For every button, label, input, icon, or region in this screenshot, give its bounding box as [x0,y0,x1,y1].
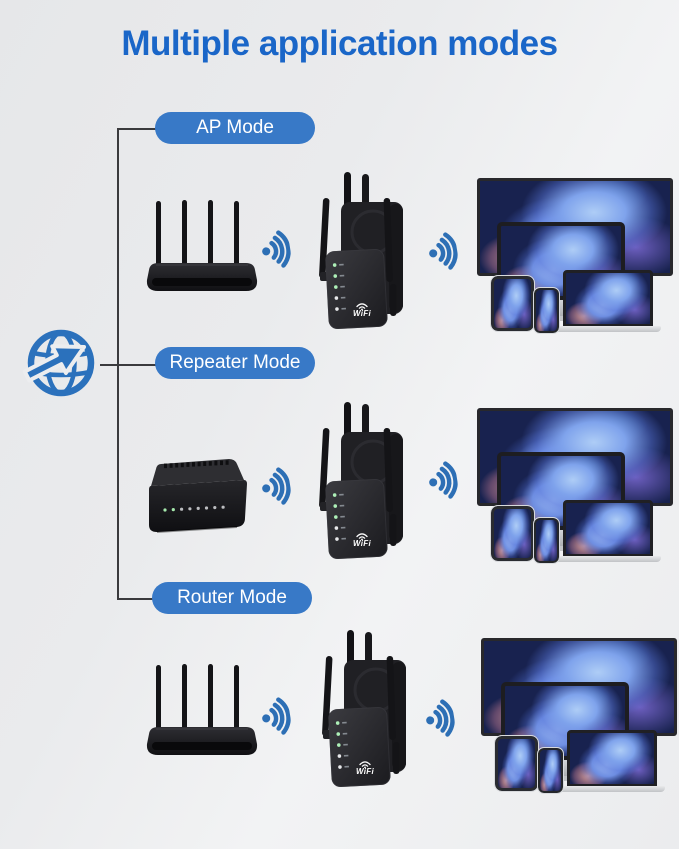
client-devices-illustration [477,178,675,336]
monitor-base [541,776,591,781]
laptop-screen [567,730,657,787]
repeater-brand-label: WiFi [352,539,371,548]
connector-repeater-branch [100,364,157,366]
laptop-screen [563,270,653,327]
laptop-base [554,326,661,332]
client-devices-illustration [481,638,679,796]
wifi-repeater-illustration: WiFi [315,172,410,332]
globe-arrow-icon [20,314,104,402]
client-devices-illustration [477,408,675,566]
wired-router-illustration [146,662,258,762]
connector-vertical-line [117,128,119,599]
laptop-base [558,786,665,792]
phone-screen [533,287,560,334]
phone-screen [533,517,560,564]
mode-label-router: Router Mode [152,582,312,614]
wired-router-illustration [146,198,258,298]
repeater-brand-label: WiFi [355,767,374,776]
wifi-signal-icon [253,222,296,277]
connector-router-branch [117,598,158,600]
wifi-repeater-illustration: WiFi [315,402,410,562]
page-title: Multiple application modes [121,24,558,63]
wifi-arcs-icon [359,761,371,768]
mode-label-ap: AP Mode [155,112,315,144]
wifi-signal-icon [253,689,296,744]
wifi-repeater-illustration: WiFi [318,630,413,790]
tablet-screen [490,505,535,562]
wifi-signal-icon [420,453,463,508]
monitor-base [537,546,587,551]
repeater-brand-label: WiFi [352,309,371,318]
wifi-signal-icon [253,459,296,514]
tablet-screen [494,735,539,792]
laptop-base [554,556,661,562]
modem-illustration [143,452,247,544]
wifi-signal-icon [420,224,463,279]
phone-screen [537,747,564,794]
repeater-brand-logo: WiFi [343,532,381,549]
repeater-brand-logo: WiFi [343,302,381,319]
connector-ap-branch [117,128,158,130]
monitor-base [537,316,587,321]
wifi-arcs-icon [356,303,368,310]
wifi-signal-icon [417,691,460,746]
tablet-screen [490,275,535,332]
mode-label-repeater: Repeater Mode [155,347,315,379]
wifi-arcs-icon [356,533,368,540]
repeater-brand-logo: WiFi [346,760,384,777]
laptop-screen [563,500,653,557]
